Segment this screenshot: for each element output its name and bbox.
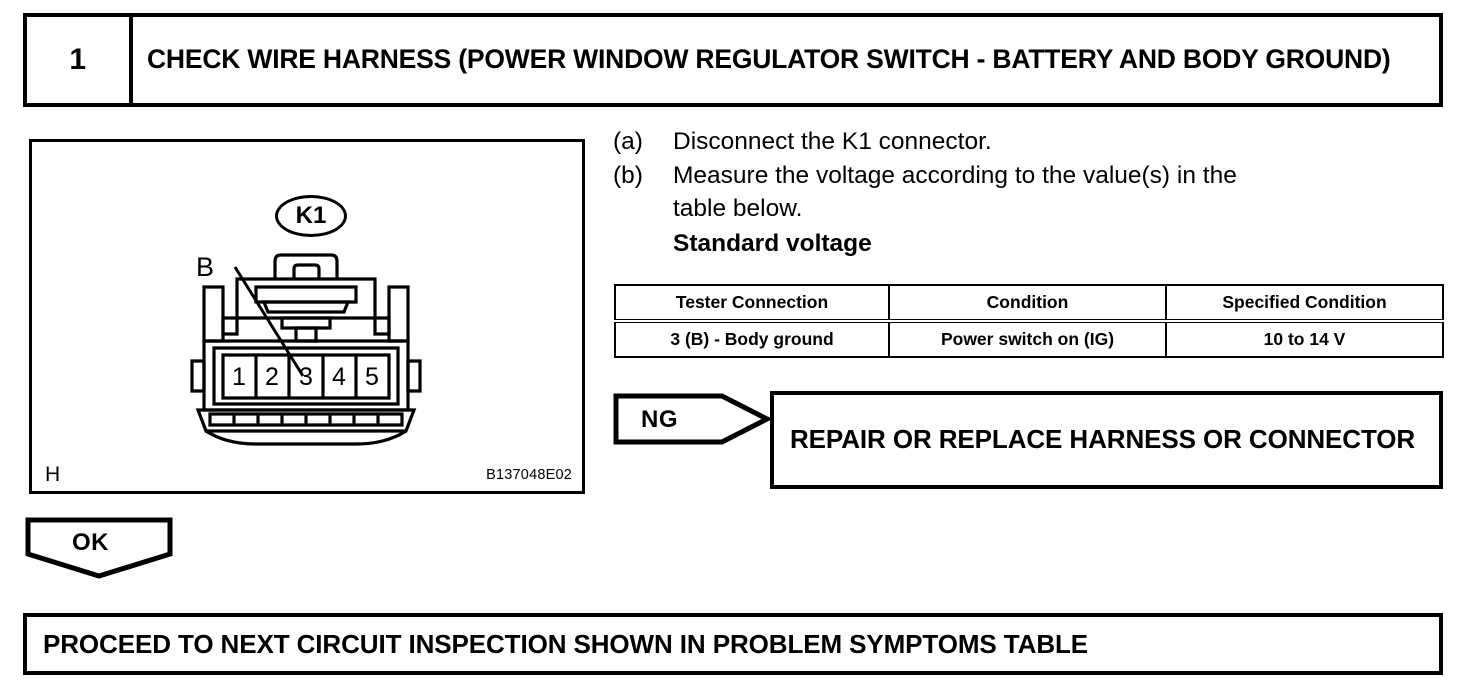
table-row: 3 (B) - Body ground Power switch on (IG)… [614,320,1444,358]
connector-label-k1: K1 [275,195,347,237]
svg-text:4: 4 [332,363,346,391]
ok-arrow-icon [25,517,173,579]
column-header-condition: Condition [888,284,1167,323]
ng-arrow-shape: NG [613,393,770,445]
svg-text:1: 1 [232,363,246,391]
standard-voltage-heading: Standard voltage [673,229,872,257]
svg-text:2: 2 [265,363,279,391]
ng-arrow-icon [613,393,770,445]
connector-figure-box: 1 2 3 4 5 K1 B H B137048E02 [29,139,585,494]
specification-table: Tester Connection Condition Specified Co… [614,284,1444,358]
connector-diagram: 1 2 3 4 5 [190,253,422,446]
ok-arrow-shape: OK [25,517,173,579]
step-number-cell: 1 [27,17,133,103]
cell-tester-connection: 3 (B) - Body ground [614,320,890,358]
cell-specified-condition: 10 to 14 V [1165,320,1444,358]
svg-text:5: 5 [365,363,379,391]
callout-b-label: B [196,252,215,282]
ng-branch: NG REPAIR OR REPLACE HARNESS OR CONNECTO… [613,391,1443,489]
ng-label: NG [641,406,678,433]
svg-text:3: 3 [299,363,313,391]
instruction-item-a: (a) Disconnect the K1 connector. [613,126,1443,159]
ng-result-box: REPAIR OR REPLACE HARNESS OR CONNECTOR [770,391,1443,489]
instruction-text-a: Disconnect the K1 connector. [673,128,992,155]
instruction-text-b: Measure the voltage according to the val… [673,161,1237,189]
ok-label: OK [72,529,109,556]
pin-numbers: 1 2 3 4 5 [232,363,379,391]
step-header: 1 CHECK WIRE HARNESS (POWER WINDOW REGUL… [23,13,1443,107]
table-header-row: Tester Connection Condition Specified Co… [614,284,1444,323]
ng-result-text: REPAIR OR REPLACE HARNESS OR CONNECTOR [790,424,1416,455]
final-result-box: PROCEED TO NEXT CIRCUIT INSPECTION SHOWN… [23,613,1443,675]
column-header-tester-connection: Tester Connection [614,284,890,323]
step-title-cell: CHECK WIRE HARNESS (POWER WINDOW REGULAT… [133,17,1439,103]
step-title: CHECK WIRE HARNESS (POWER WINDOW REGULAT… [147,44,1391,75]
instruction-marker-b: (b) [613,161,643,189]
column-header-specified-condition: Specified Condition [1165,284,1444,323]
figure-reference-code: B137048E02 [486,467,572,483]
instruction-marker-a: (a) [613,128,643,155]
instruction-list: (a) Disconnect the K1 connector. (b) Mea… [613,126,1443,260]
connector-figure-inner: 1 2 3 4 5 K1 B H B137048E02 [32,142,582,491]
instruction-item-b: (b) Measure the voltage according to the… [613,160,1443,193]
instruction-text-b-continuation: table below. [673,195,803,223]
final-result-text: PROCEED TO NEXT CIRCUIT INSPECTION SHOWN… [43,628,1089,659]
connector-label-k1-text: K1 [295,202,327,229]
cell-condition: Power switch on (IG) [888,320,1167,358]
figure-view-letter: H [45,463,61,486]
step-number: 1 [69,43,87,76]
